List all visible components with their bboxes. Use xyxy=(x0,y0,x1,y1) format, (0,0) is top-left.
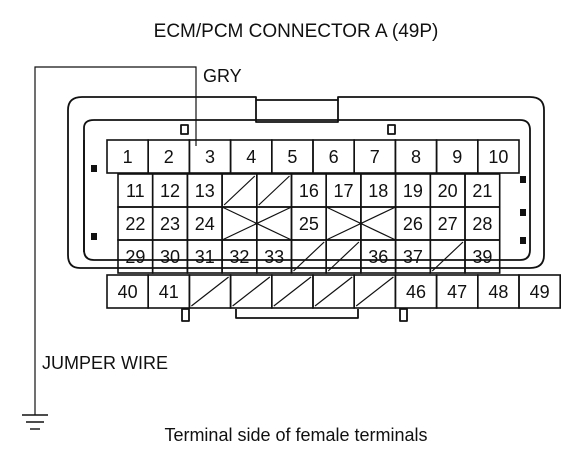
terminal-label: 40 xyxy=(118,282,138,302)
jumper-wire xyxy=(34,66,197,415)
terminal-label: 21 xyxy=(472,181,492,201)
terminal-label: 20 xyxy=(438,181,458,201)
terminal-label: 7 xyxy=(370,147,380,167)
terminal-48: 48 xyxy=(476,274,520,309)
terminal-label: 1 xyxy=(123,147,133,167)
terminal-40: 40 xyxy=(106,274,150,309)
terminal-blank xyxy=(325,206,362,241)
terminal-label: 19 xyxy=(403,181,423,201)
diagram-title: ECM/PCM CONNECTOR A (49P) xyxy=(154,21,439,42)
terminal-label: 48 xyxy=(488,282,508,302)
terminal-label: 17 xyxy=(334,181,354,201)
terminal-label: 6 xyxy=(329,147,339,167)
diagram-caption: Terminal side of female terminals xyxy=(164,425,427,445)
terminal-4: 4 xyxy=(229,139,273,174)
terminal-10: 10 xyxy=(476,139,520,174)
terminal-label: 11 xyxy=(126,181,145,201)
terminal-9: 9 xyxy=(435,139,479,174)
terminal-label: 47 xyxy=(447,282,467,302)
terminal-23: 23 xyxy=(151,206,189,241)
terminal-19: 19 xyxy=(394,173,432,208)
terminal-label: 30 xyxy=(160,247,180,267)
terminal-39: 39 xyxy=(464,239,501,274)
terminal-label: 31 xyxy=(195,247,215,267)
terminal-21: 21 xyxy=(464,173,501,208)
terminal-16: 16 xyxy=(290,173,328,208)
terminal-blank xyxy=(221,206,258,241)
terminal-46: 46 xyxy=(394,274,438,309)
terminal-label: 46 xyxy=(406,282,426,302)
terminal-label: 37 xyxy=(403,247,423,267)
terminal-label: 8 xyxy=(411,147,421,167)
terminal-label: 25 xyxy=(299,214,319,234)
terminal-label: 9 xyxy=(452,147,462,167)
terminal-13: 13 xyxy=(186,173,223,208)
terminal-2: 2 xyxy=(147,139,191,174)
wire-color-label: GRY xyxy=(203,66,242,86)
terminal-28: 28 xyxy=(464,206,501,241)
terminal-blank xyxy=(255,206,293,241)
terminal-25: 25 xyxy=(290,206,328,241)
terminal-12: 12 xyxy=(151,173,189,208)
terminal-1: 1 xyxy=(106,139,150,174)
terminal-label: 12 xyxy=(160,181,180,201)
terminal-label: 36 xyxy=(368,247,388,267)
terminal-label: 29 xyxy=(125,247,145,267)
terminal-label: 26 xyxy=(403,214,423,234)
terminal-label: 4 xyxy=(246,147,256,167)
terminal-26: 26 xyxy=(394,206,432,241)
terminal-7: 7 xyxy=(353,139,397,174)
terminal-label: 28 xyxy=(472,214,492,234)
terminal-label: 23 xyxy=(160,214,180,234)
terminal-label: 10 xyxy=(488,147,508,167)
terminal-label: 16 xyxy=(299,181,319,201)
terminal-5: 5 xyxy=(270,139,314,174)
terminal-27: 27 xyxy=(429,206,466,241)
terminal-label: 22 xyxy=(125,214,145,234)
terminal-label: 33 xyxy=(264,247,284,267)
terminal-11: 11 xyxy=(117,173,154,208)
jumper-wire-label: JUMPER WIRE xyxy=(42,353,168,373)
ground-symbol-icon xyxy=(22,414,48,430)
terminal-label: 18 xyxy=(368,181,388,201)
terminal-blank xyxy=(360,206,397,241)
terminal-label: 41 xyxy=(159,282,179,302)
terminal-label: 32 xyxy=(229,247,249,267)
terminal-41: 41 xyxy=(147,274,191,309)
connector-body xyxy=(67,96,545,322)
terminal-8: 8 xyxy=(394,139,438,174)
terminal-label: 27 xyxy=(438,214,458,234)
terminal-label: 39 xyxy=(472,247,492,267)
terminal-47: 47 xyxy=(435,274,479,309)
terminal-22: 22 xyxy=(117,206,154,241)
terminal-label: 2 xyxy=(164,147,174,167)
side-markers xyxy=(91,165,526,244)
terminal-20: 20 xyxy=(429,173,466,208)
terminal-label: 13 xyxy=(195,181,215,201)
terminal-label: 3 xyxy=(205,147,215,167)
terminal-label: 49 xyxy=(530,282,550,302)
terminal-17: 17 xyxy=(325,173,362,208)
terminal-18: 18 xyxy=(360,173,397,208)
terminal-label: 5 xyxy=(287,147,297,167)
terminal-49: 49 xyxy=(518,274,562,309)
terminal-6: 6 xyxy=(312,139,356,174)
terminal-24: 24 xyxy=(186,206,223,241)
terminal-label: 24 xyxy=(195,214,215,234)
